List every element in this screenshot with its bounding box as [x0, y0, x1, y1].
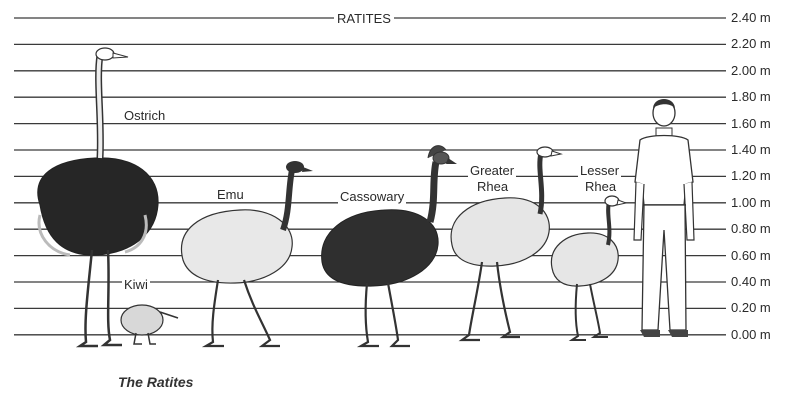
emu-figure [182, 161, 313, 346]
height-tick-label: 1.20 m [731, 169, 771, 183]
kiwi-label: Kiwi [122, 278, 150, 292]
height-tick-label: 2.00 m [731, 64, 771, 78]
height-tick-label: 2.40 m [731, 11, 771, 25]
lesser-rhea-label-line1: Lesser [578, 164, 621, 178]
ostrich-label: Ostrich [122, 109, 167, 123]
human-figure [634, 99, 694, 337]
height-tick-label: 0.40 m [731, 275, 771, 289]
height-tick-label: 1.40 m [731, 143, 771, 157]
height-tick-label: 0.20 m [731, 301, 771, 315]
cassowary-figure [322, 146, 457, 346]
emu-label: Emu [215, 188, 246, 202]
lesser-rhea-label-line2: Rhea [583, 180, 618, 194]
diagram-title: RATITES [334, 11, 394, 26]
cassowary-label: Cassowary [338, 190, 406, 204]
height-tick-label: 0.80 m [731, 222, 771, 236]
kiwi-figure [121, 305, 178, 344]
caption: The Ratites [118, 374, 193, 390]
greater-rhea-label-line2: Rhea [475, 180, 510, 194]
height-tick-label: 0.60 m [731, 249, 771, 263]
height-tick-label: 1.60 m [731, 117, 771, 131]
height-tick-label: 1.00 m [731, 196, 771, 210]
height-tick-label: 1.80 m [731, 90, 771, 104]
ostrich-figure [38, 48, 158, 346]
greater-rhea-label-line1: Greater [468, 164, 516, 178]
lesser-rhea-figure [551, 196, 626, 340]
height-tick-label: 0.00 m [731, 328, 771, 342]
height-tick-label: 2.20 m [731, 37, 771, 51]
